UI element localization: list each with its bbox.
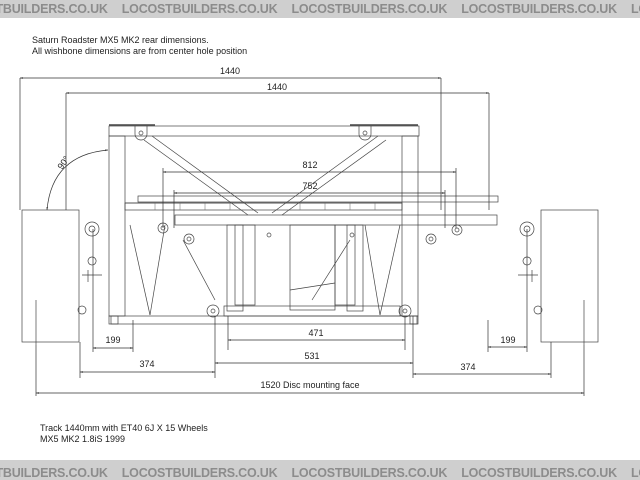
watermark-text: LOCOSTBUILDERS.CO.UK bbox=[630, 466, 640, 480]
watermark-text: LOCOSTBUILDERS.CO.UK bbox=[0, 2, 108, 16]
watermark-banner-top: LOCOSTBUILDERS.CO.UK LOCOSTBUILDERS.CO.UK… bbox=[0, 0, 640, 18]
dim-label: 752 bbox=[302, 181, 317, 191]
dim-label: 374 bbox=[460, 362, 475, 372]
dim-label: 471 bbox=[308, 328, 323, 338]
angle-dimension: 90° bbox=[46, 149, 109, 211]
dimension-1440-outer: 1440 bbox=[19, 66, 442, 210]
dim-label: 812 bbox=[302, 160, 317, 170]
dimension-199-left: 199 bbox=[92, 229, 134, 352]
right-wheel bbox=[518, 209, 599, 345]
dimension-531: 531 bbox=[214, 316, 414, 378]
drawing-title: Saturn Roadster MX5 MK2 rear dimensions. bbox=[32, 35, 209, 45]
dim-label: 1440 bbox=[220, 66, 240, 76]
dim-label: 374 bbox=[139, 359, 154, 369]
dim-label: 1520 Disc mounting face bbox=[260, 380, 359, 390]
dim-label: 531 bbox=[304, 351, 319, 361]
car-model-note: MX5 MK2 1.8iS 1999 bbox=[40, 434, 126, 444]
chassis-frame bbox=[108, 124, 499, 325]
watermark-text: LOCOSTBUILDERS.CO.UK bbox=[121, 466, 278, 480]
dim-label: 199 bbox=[105, 335, 120, 345]
watermark-text: LOCOSTBUILDERS.CO.UK bbox=[461, 466, 617, 480]
dimension-199-right: 199 bbox=[487, 229, 528, 352]
watermark-banner-bottom: LOCOSTBUILDERS.CO.UK LOCOSTBUILDERS.CO.UK… bbox=[0, 460, 640, 480]
watermark-text: LOCOSTBUILDERS.CO.UK bbox=[461, 2, 617, 16]
watermark-text: LOCOSTBUILDERS.CO.UK bbox=[291, 2, 448, 16]
watermark-text: LOCOSTBUILDERS.CO.UK bbox=[291, 466, 448, 480]
dim-label: 199 bbox=[500, 335, 515, 345]
drawing-subtitle: All wishbone dimensions are from center … bbox=[32, 46, 248, 56]
dim-label: 1440 bbox=[267, 82, 287, 92]
dimension-374-right: 374 bbox=[413, 342, 552, 378]
watermark-text: LOCOSTBUILDERS.CO.UK bbox=[121, 2, 278, 16]
left-wheel bbox=[21, 209, 102, 345]
dimension-1520-disc: 1520 Disc mounting face bbox=[35, 345, 585, 396]
dimension-812: 812 bbox=[162, 160, 457, 228]
watermark-text: LOCOSTBUILDERS.CO.UK bbox=[630, 2, 640, 16]
dimension-752: 752 bbox=[173, 181, 446, 228]
dimension-374-left: 374 bbox=[79, 342, 215, 378]
dimension-471: 471 bbox=[227, 316, 406, 350]
dimension-1440-inner: 1440 bbox=[65, 82, 490, 210]
angle-label: 90° bbox=[55, 154, 71, 171]
track-note: Track 1440mm with ET40 6J X 15 Wheels bbox=[40, 423, 208, 433]
watermark-text: LOCOSTBUILDERS.CO.UK bbox=[0, 466, 108, 480]
